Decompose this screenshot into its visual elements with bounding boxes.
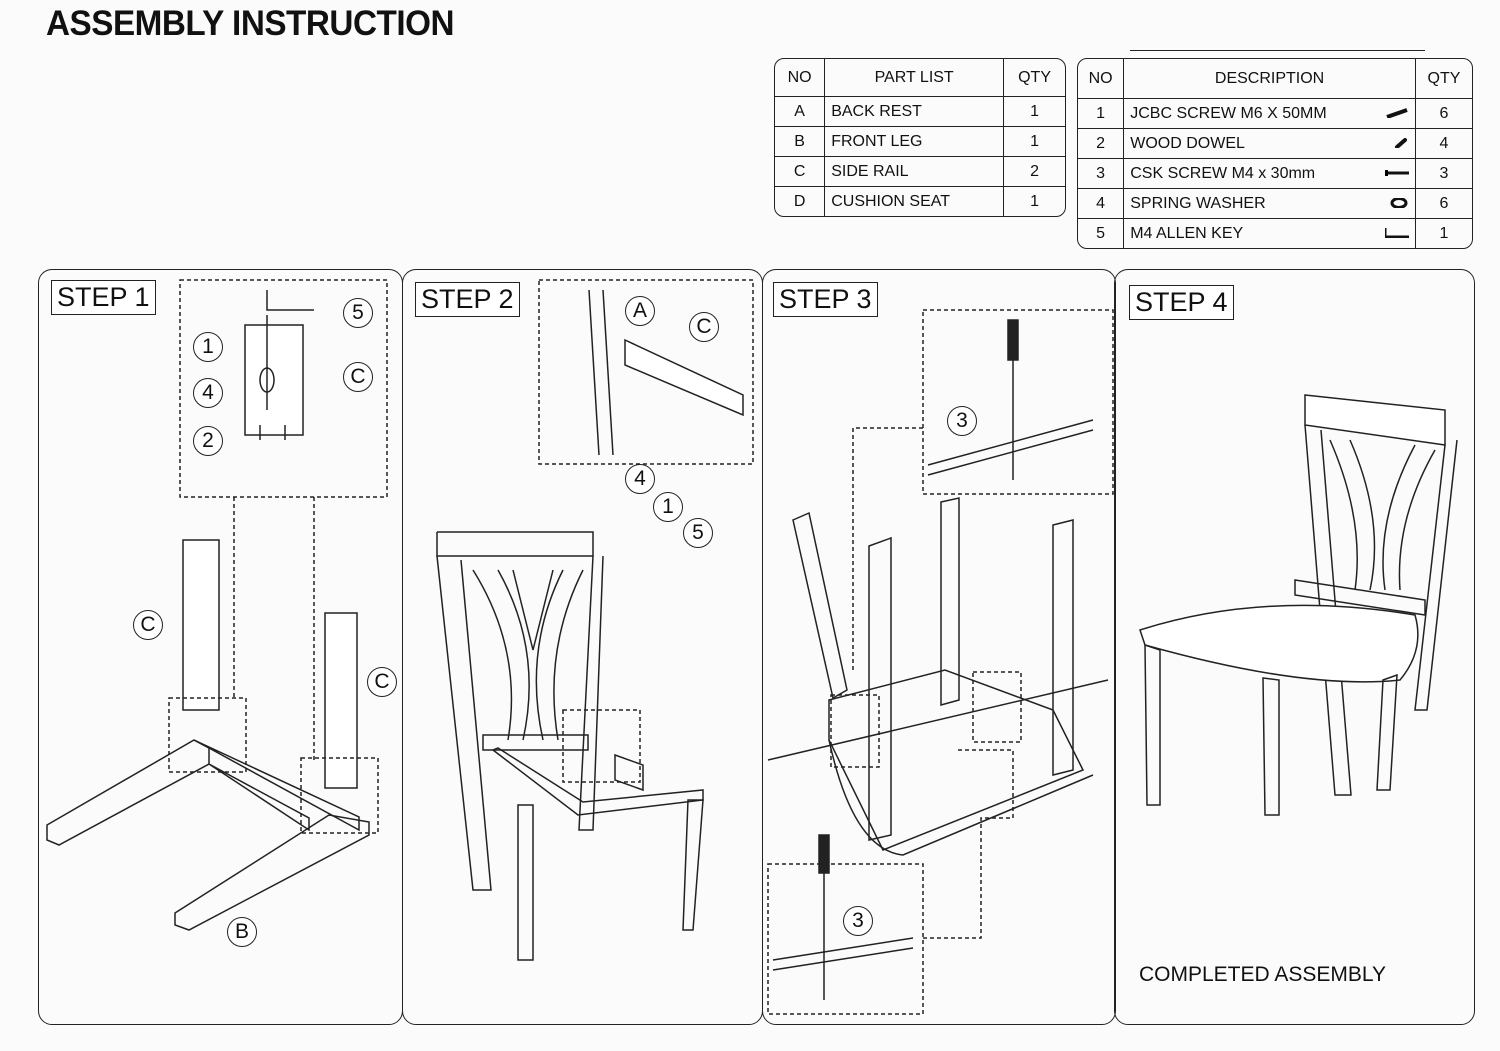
callout: 4	[625, 464, 655, 494]
table-row: 4 SPRING WASHER 6	[1078, 189, 1472, 219]
seat-frame-assembly-illustration	[767, 309, 1114, 1015]
callout: 1	[193, 332, 223, 362]
dowel-icon	[1394, 137, 1407, 148]
cell: 2	[1078, 129, 1125, 159]
table-row: 2 WOOD DOWEL 4	[1078, 129, 1472, 159]
callout: C	[343, 362, 373, 392]
side-rail-assembly-illustration	[46, 279, 388, 931]
cell: 1	[1004, 97, 1065, 127]
cell: B	[775, 127, 826, 157]
cell: C	[775, 157, 826, 187]
divider	[1130, 50, 1425, 51]
callout: B	[227, 917, 257, 947]
cell: 3	[1415, 159, 1472, 189]
back-rest-assembly-illustration	[436, 279, 754, 961]
cell: 6	[1415, 99, 1472, 129]
cell: 3	[1078, 159, 1125, 189]
cell: 1	[1030, 192, 1039, 210]
col-header: NO	[1078, 59, 1125, 99]
completed-assembly-caption: COMPLETED ASSEMBLY	[1139, 963, 1387, 986]
col-header: DESCRIPTION	[1124, 59, 1416, 99]
col-header: PART LIST	[825, 59, 1005, 97]
cell: A	[775, 97, 826, 127]
cell: 1	[1078, 99, 1125, 129]
cell: SIDE RAIL	[825, 157, 1005, 187]
col-header: NO	[775, 59, 826, 97]
callout: 5	[683, 518, 713, 548]
cell: WOOD DOWEL	[1130, 134, 1245, 152]
step-3-label: STEP 3	[773, 282, 878, 317]
cell: CUSHION SEAT	[825, 187, 1005, 216]
col-header: QTY	[1415, 59, 1472, 99]
table-row: 5 M4 ALLEN KEY 1	[1078, 219, 1472, 248]
step-2-panel: STEP 2 A C 4 1 5	[402, 269, 763, 1025]
page-title: ASSEMBLY INSTRUCTION	[46, 4, 455, 43]
callout: C	[133, 610, 163, 640]
callout: 1	[653, 492, 683, 522]
cell: D	[775, 187, 826, 216]
cell: 6	[1415, 189, 1472, 219]
callout: 4	[193, 378, 223, 408]
washer-icon	[1390, 197, 1408, 208]
step-2-label: STEP 2	[415, 282, 520, 317]
cell: BACK REST	[825, 97, 1005, 127]
cell: 1	[1439, 224, 1449, 242]
cell: JCBC SCREW M6 X 50MM	[1130, 104, 1327, 122]
screw-icon	[1384, 169, 1409, 176]
cell: FRONT LEG	[825, 127, 1005, 157]
step-3-panel: STEP 3 3 3	[762, 269, 1116, 1025]
cell: 2	[1004, 157, 1065, 187]
step-4-panel: STEP 4 COMPLETED ASSEMBLY	[1114, 269, 1475, 1025]
completed-chair-illustration	[1139, 394, 1458, 816]
step-4-label: STEP 4	[1129, 285, 1234, 320]
col-header: QTY	[1004, 59, 1065, 97]
callout: C	[689, 312, 719, 342]
callout: 5	[343, 298, 373, 328]
callout: C	[367, 667, 397, 697]
step-1-label: STEP 1	[51, 280, 156, 315]
callout: 3	[947, 406, 977, 436]
allen-key-icon	[1384, 227, 1409, 238]
callout: 2	[193, 426, 223, 456]
cell: 4	[1415, 129, 1472, 159]
step-1-panel: STEP 1 5 1 4 C 2 C C B	[38, 269, 403, 1025]
cell: CSK SCREW M4 x 30mm	[1130, 164, 1316, 182]
cell: 5	[1078, 219, 1125, 248]
cell: 1	[1004, 127, 1065, 157]
callout: A	[625, 296, 655, 326]
bolt-icon	[1386, 107, 1408, 118]
table-row: 1 JCBC SCREW M6 X 50MM 6	[1078, 99, 1472, 129]
cell: M4 ALLEN KEY	[1130, 224, 1244, 242]
table-row: 3 CSK SCREW M4 x 30mm 3	[1078, 159, 1472, 189]
callout: 3	[843, 906, 873, 936]
cell: 4	[1078, 189, 1125, 219]
cell: SPRING WASHER	[1130, 194, 1266, 212]
